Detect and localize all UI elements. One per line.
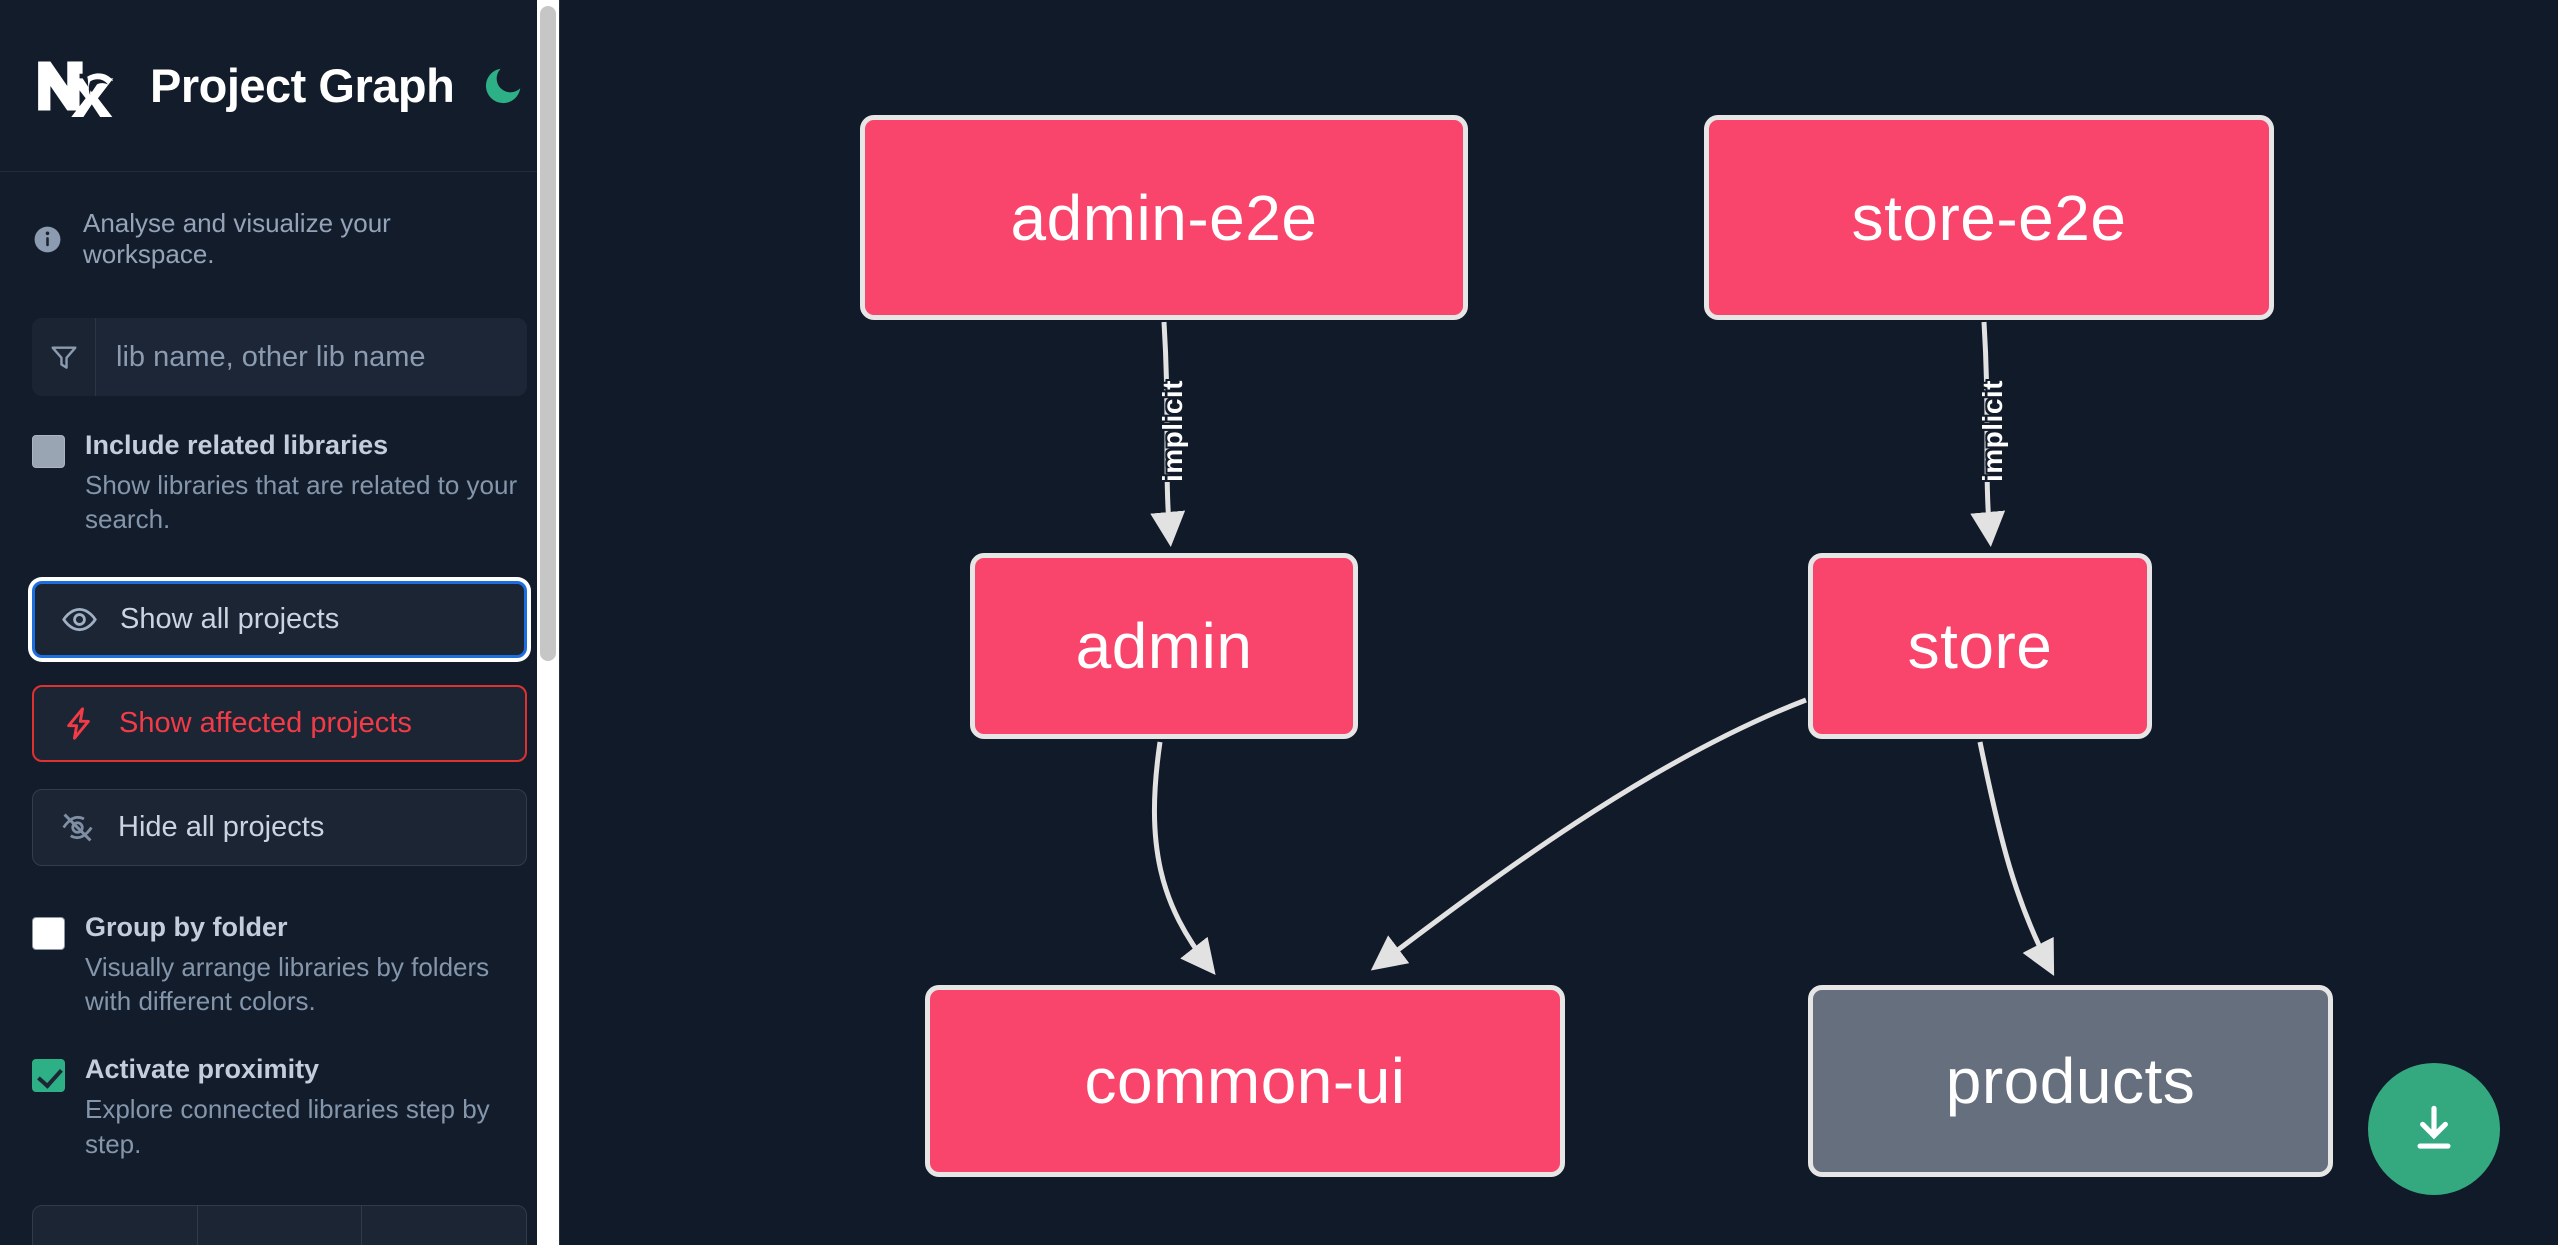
graph-node-label: store xyxy=(1907,610,2053,682)
option-label: Include related libraries xyxy=(85,430,389,460)
download-graph-button[interactable] xyxy=(2368,1063,2500,1195)
option-description: Visually arrange libraries by folders wi… xyxy=(85,951,490,1017)
graph-node-store[interactable]: store xyxy=(1808,553,2152,739)
option-label: Group by folder xyxy=(85,911,288,942)
graph-node-store-e2e[interactable]: store-e2e xyxy=(1704,115,2274,320)
option-include-related-libraries[interactable]: Include related libraries Show libraries… xyxy=(0,396,559,537)
edge-admin-common-ui xyxy=(1151,741,1216,976)
graph-canvas[interactable]: admin-e2e store-e2e admin store common-u… xyxy=(560,0,2558,1245)
hide-all-projects-button[interactable]: Hide all projects xyxy=(32,788,527,866)
show-all-projects-button[interactable]: Show all projects xyxy=(32,580,527,658)
moon-icon[interactable] xyxy=(480,63,526,109)
graph-node-label: admin-e2e xyxy=(1010,181,1318,254)
option-group-by-folder[interactable]: Group by folder Visually arrange librari… xyxy=(0,866,559,1019)
workspace-note-text: Analyse and visualize your workspace. xyxy=(83,208,391,269)
hide-all-projects-label: Hide all projects xyxy=(118,810,325,843)
option-description: Show libraries that are related to your … xyxy=(85,470,518,535)
show-all-projects-label: Show all projects xyxy=(120,602,340,635)
show-affected-projects-label: Show affected projects xyxy=(119,706,412,739)
sidebar-header: Project Graph xyxy=(0,0,559,172)
lightning-bolt-icon xyxy=(60,705,97,742)
graph-node-admin-e2e[interactable]: admin-e2e xyxy=(860,115,1468,320)
page-title: Project Graph xyxy=(150,59,455,112)
download-icon xyxy=(2417,1105,2451,1149)
search-input[interactable] xyxy=(96,318,527,396)
proximity-step-increase[interactable] xyxy=(362,1206,526,1245)
edge-store-products xyxy=(1977,741,2055,977)
edge-store-common-ui xyxy=(1370,697,1807,971)
graph-node-products[interactable]: products xyxy=(1808,985,2333,1177)
sidebar-scrollbar-thumb[interactable] xyxy=(540,6,556,661)
proximity-step-decrease[interactable] xyxy=(33,1206,198,1245)
graph-node-label: admin xyxy=(1075,610,1253,682)
proximity-step-value[interactable] xyxy=(198,1206,363,1245)
workspace-note: Analyse and visualize your workspace. xyxy=(0,172,559,270)
option-label: Activate proximity xyxy=(85,1054,320,1085)
eye-off-icon xyxy=(59,809,96,846)
checkbox-include-related-libraries[interactable] xyxy=(32,435,65,468)
edge-store-e2e-store xyxy=(1970,321,2006,547)
option-description: Explore connected libraries step by step… xyxy=(85,1094,490,1159)
graph-node-label: store-e2e xyxy=(1851,181,2127,254)
eye-icon xyxy=(61,601,98,638)
nx-logo-icon xyxy=(32,55,124,118)
proximity-step-control[interactable] xyxy=(32,1205,527,1245)
checkbox-group-by-folder[interactable] xyxy=(32,916,65,950)
edge-admin-e2e-admin xyxy=(1150,321,1186,547)
sidebar: Project Graph Analyse and visualize your… xyxy=(0,0,560,1245)
visibility-buttons: Show all projects Show affected projects xyxy=(0,537,559,866)
graph-node-label: products xyxy=(1945,1045,2196,1117)
graph-edges xyxy=(1150,321,2055,977)
graph-node-admin[interactable]: admin xyxy=(970,553,1358,739)
search-field[interactable] xyxy=(32,318,527,396)
graph-node-label: common-ui xyxy=(1084,1045,1406,1117)
option-activate-proximity[interactable]: Activate proximity Explore connected lib… xyxy=(0,1018,559,1161)
graph-node-common-ui[interactable]: common-ui xyxy=(925,985,1565,1177)
info-icon xyxy=(32,224,63,255)
show-affected-projects-button[interactable]: Show affected projects xyxy=(32,684,527,762)
checkbox-activate-proximity[interactable] xyxy=(32,1059,65,1093)
sidebar-scrollbar[interactable] xyxy=(537,0,559,1245)
filter-funnel-icon xyxy=(32,318,96,396)
